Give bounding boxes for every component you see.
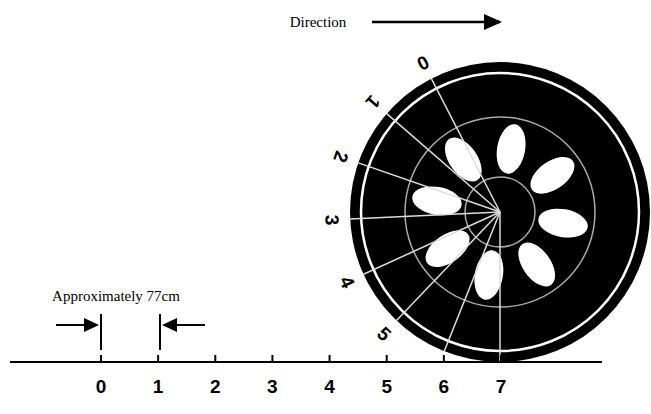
radial-line [387,114,500,212]
arrow-head [84,318,99,332]
dimension-label: Approximately 77cm [52,289,180,304]
wheel-mark: 0 [414,52,432,74]
ruler-number: 3 [267,377,278,396]
ruler-tick [443,355,445,362]
arrow-head [162,318,177,332]
ruler-number: 0 [96,377,107,396]
ruler-number: 2 [210,377,221,396]
radial-line [350,212,500,219]
ruler-number: 6 [439,377,450,396]
tire [350,62,650,362]
spoke-hole [493,122,529,176]
dimension-mark [100,314,102,350]
radial-line [358,163,500,212]
spoke-hole [524,149,581,201]
wheel-mark: 5 [374,323,395,344]
ruler-tick [214,355,216,362]
ruler-number: 1 [153,377,164,396]
radial-line [444,212,500,351]
wheel-mark: 2 [331,149,352,165]
ruler-number: 5 [381,377,392,396]
dimension-mark [159,314,161,350]
ground-line [10,361,602,363]
wheel-mark: 1 [362,92,383,112]
spoke-hole [511,236,563,293]
wheel-mark: 3 [322,214,341,225]
ruler-tick [100,355,102,362]
direction-arrow [372,21,500,24]
ruler-number: 7 [496,377,507,396]
ruler-number: 4 [324,377,335,396]
wheel [350,62,650,362]
ruler-tick [157,355,159,362]
ruler-tick [500,355,502,362]
ruler-tick [386,355,388,362]
ruler-tick [329,355,331,362]
wheel-mark: 4 [336,273,358,291]
direction-label: Direction [290,15,347,30]
radial-line [396,212,500,321]
arrow-head [484,14,502,30]
radial-line [499,212,501,362]
ruler-tick [271,355,273,362]
spoke-hole [471,248,507,302]
spoke-hole [536,205,590,241]
